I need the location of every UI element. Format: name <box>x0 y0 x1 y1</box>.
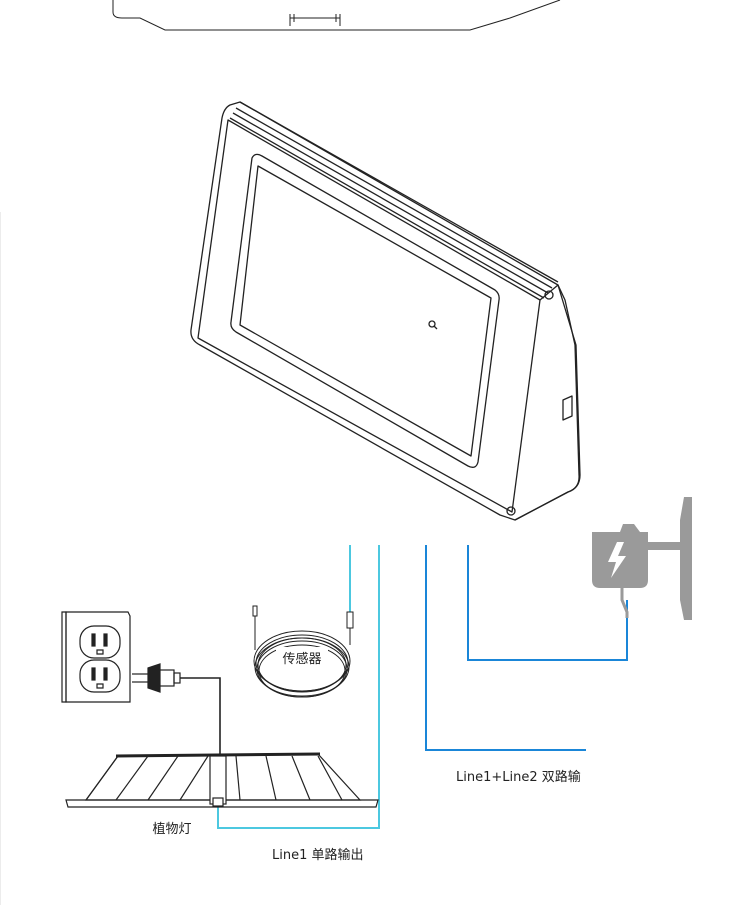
power-adapter-icon <box>592 497 692 620</box>
wall-outlet-icon <box>61 611 131 703</box>
sensor-label: 传感器 <box>282 651 321 667</box>
power-plug-icon <box>132 663 221 756</box>
line1-single-output-label: Line1 单路输出 <box>272 847 364 863</box>
controller-device <box>190 101 581 521</box>
plant-light-label: 植物灯 <box>152 822 191 837</box>
output-wires <box>217 545 628 829</box>
plant-light-fixture <box>65 752 379 808</box>
lightning-bolt-icon <box>608 542 626 578</box>
top-device-bottom-edge <box>112 0 561 31</box>
line1-line2-dual-output-label: Line1+Line2 双路输 <box>456 769 581 785</box>
sensor-cable-coil-icon <box>252 605 354 698</box>
